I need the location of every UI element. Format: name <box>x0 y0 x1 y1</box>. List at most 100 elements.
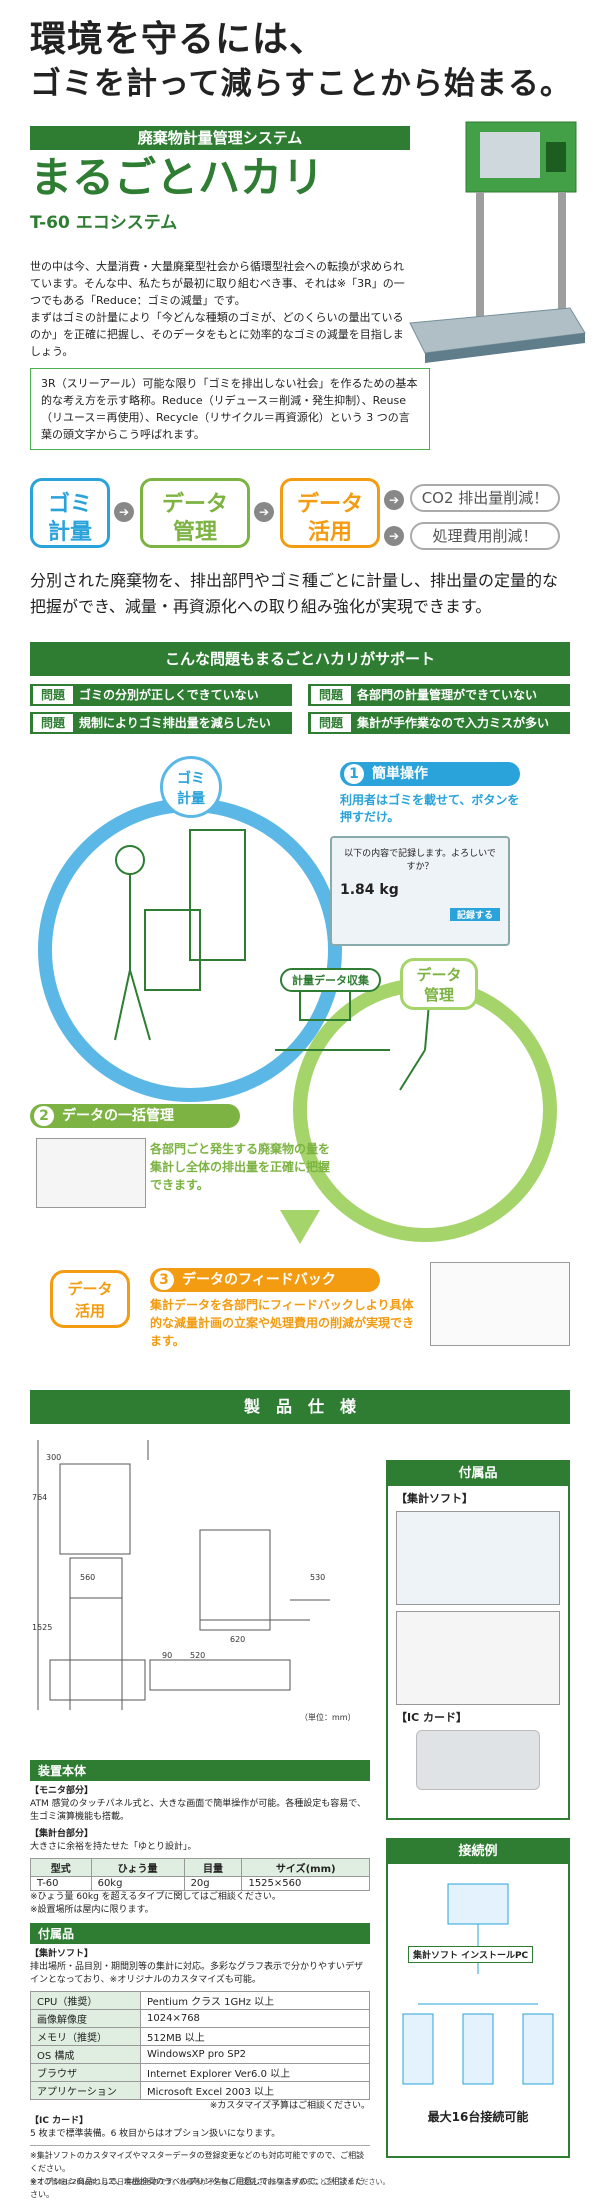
body-title: 装置本体 <box>30 1760 370 1781</box>
spec-note-2: ※オプション商品として、本機推奨のラベルプリンタもご用意しておりますので、ご相談… <box>30 2177 364 2199</box>
problem-2: 問題各部門の計量管理ができていない <box>308 684 570 706</box>
circle-label-use: データ 活用 <box>50 1270 130 1328</box>
dim-520: 520 <box>190 1651 205 1660</box>
screen-weight: 1.84 kg <box>340 882 399 898</box>
side-accessory-title: 付属品 <box>388 1462 568 1486</box>
collect-label: 計量データ収集 <box>280 968 381 992</box>
scale-label: 【集計台部分】 <box>30 1829 94 1839</box>
dim-530: 530 <box>310 1573 325 1582</box>
soft-label: 【集計ソフト】 <box>30 1949 94 1959</box>
feature-1-desc: 利用者はゴミを載せて、ボタンを押すだけ。 <box>340 793 520 824</box>
data-management-screenshot <box>36 1138 146 1208</box>
scale-text: 大きさに余裕を持たせた「ゆとり設計」。 <box>30 1842 197 1852</box>
max-connections: 最大16台接続可能 <box>427 2110 529 2124</box>
problem-4: 問題集計が手作業なので入力ミスが多い <box>308 712 570 734</box>
scale-device-illustration <box>409 121 586 363</box>
spec-note-1: ※集計ソフトのカスタマイズやマスターデータの登録変更などのも対応可能ですので、ご… <box>30 2151 365 2173</box>
side-soft-label: 【集計ソフト】 <box>396 1492 473 1505</box>
problem-1: 問題ゴミの分別が正しくできていない <box>30 684 292 706</box>
accessory-panel: 付属品 【集計ソフト】 【IC カード】 <box>386 1460 570 1820</box>
feature-3-number: 3 <box>154 1270 174 1290</box>
feature-2-number: 2 <box>34 1106 54 1126</box>
dim-300: 300 <box>46 1453 61 1462</box>
dim-unit: （単位：mm） <box>300 1712 356 1722</box>
intro-paragraph-1: 世の中は今、大量消費・大量廃棄型社会から循環型社会への転換が求められています。そ… <box>30 260 405 307</box>
monitor-label: 【モニタ部分】 <box>30 1786 94 1796</box>
problem-tag: 問題 <box>33 686 74 704</box>
feature-3-desc: 集計データを各部門にフィードバックしより具体的な減量計画の立案や処理費用の削減が… <box>150 1298 415 1348</box>
product-model: T-60 エコシステム <box>30 213 178 233</box>
down-arrow-icon <box>280 1210 320 1244</box>
scale-note-1: ※ひょう量 60kg を超えるタイプに関してはご相談ください。 <box>30 1892 281 1902</box>
pc-label: 集計ソフト インストールPC <box>408 1946 534 1963</box>
result-co2: CO2 排出量削減！ <box>410 484 560 512</box>
flow-step-use: データ 活用 <box>280 478 380 548</box>
dim-1525: 1525 <box>32 1623 52 1632</box>
touch-screen-mockup: 以下の内容で記録します。よろしいですか？ 1.84 kg 記録する <box>330 836 510 946</box>
accessory-title: 付属品 <box>30 1923 370 1944</box>
soft-screenshot-1 <box>396 1511 560 1605</box>
summary-text: 分別された廃棄物を、排出部門やゴミ種ごとに計量し、排出量の定量的な把握ができ、減… <box>30 571 559 616</box>
table-row: メモリ（推奨）512MB 以上 <box>30 2027 370 2046</box>
soft-screenshot-2 <box>396 1611 560 1705</box>
soft-text: 排出場所・品目別・期間別等の集計に対応。多彩なグラフ表示で分かりやすいデザインと… <box>30 1962 364 1985</box>
problem-3: 問題規制によりゴミ排出量を減らしたい <box>30 712 292 734</box>
problem-tag: 問題 <box>33 714 74 732</box>
dim-764: 764 <box>32 1493 47 1502</box>
product-name: まるごとハカリ <box>30 153 325 202</box>
body-spec: 装置本体 【モニタ部分】 ATM 感覚のタッチパネル式と、大きな画面で簡単操作が… <box>30 1760 370 2201</box>
flow-step-manage: データ 管理 <box>140 478 250 548</box>
circle-label-manage: データ 管理 <box>400 958 478 1010</box>
custom-note: ※カスタマイズ予算はご相談ください。 <box>209 2101 370 2111</box>
problem-tag: 問題 <box>311 714 352 732</box>
side-ic-label: 【IC カード】 <box>396 1711 467 1724</box>
network-diagram <box>402 1883 554 2085</box>
circle-label-weigh: ゴミ 計量 <box>160 756 222 818</box>
intro-paragraph-2: まずはゴミの計量により「今どんな種類のゴミが、どのくらいの量出ているのか」を正確… <box>30 311 404 358</box>
dim-620: 620 <box>230 1635 245 1644</box>
footer-note: 全ての情報は2010年1月25日現在のものです。仕様等が予告無しに変更される場合… <box>30 2178 390 2186</box>
flow-step-weigh: ゴミ 計量 <box>30 478 110 548</box>
feature-1-number: 1 <box>344 764 364 784</box>
scale-note-2: ※設置場所は屋内に限ります。 <box>30 1905 154 1915</box>
spec-heading: 製 品 仕 様 <box>30 1390 570 1424</box>
hero-line-1: 環境を守るには、 <box>30 19 327 60</box>
feature-2-desc: 各部門ごと発生する廃棄物の量を集計し全体の排出量を正確に把握できます。 <box>150 1142 331 1192</box>
result-cost: 処理費用削減！ <box>410 522 560 550</box>
arrow-icon: ➔ <box>384 526 404 546</box>
ic-label: 【IC カード】 <box>30 2116 89 2126</box>
ic-card-image <box>416 1730 540 1790</box>
connection-panel: 接続例 集計ソフト インストールPC 最大16台接続可能 <box>386 1838 570 2158</box>
3r-definition-box: 3R（スリーアール）可能な限り「ゴミを排出しない社会」を作るための基本的な考え方… <box>30 368 430 450</box>
arrow-icon: ➔ <box>114 502 134 522</box>
intro-text: 世の中は今、大量消費・大量廃棄型社会から循環型社会への転換が求められています。そ… <box>30 258 410 360</box>
screen-record-button: 記録する <box>450 908 500 921</box>
feedback-screenshot <box>430 1262 570 1346</box>
dim-90: 90 <box>162 1651 172 1660</box>
problem-tag: 問題 <box>311 686 352 704</box>
connection-title: 接続例 <box>388 1840 568 1864</box>
hero-headline: 環境を守るには、 ゴミを計って減らすことから始まる。 <box>30 18 572 106</box>
hero-line-2: ゴミを計って減らすことから始まる。 <box>30 66 572 102</box>
table-header-row: 型式ひょう量目量サイズ(mm) <box>30 1858 370 1877</box>
monitor-text: ATM 感覚のタッチパネル式と、大きな画面で簡単操作が可能。各種設定も容易で、生… <box>30 1799 366 1822</box>
ic-text: 5 枚まで標準装備。6 枚目からはオプション扱いになります。 <box>30 2129 281 2139</box>
arrow-icon: ➔ <box>254 502 274 522</box>
table-row: CPU（推奨）Pentium クラス 1GHz 以上 <box>30 1991 370 2010</box>
screen-message: 以下の内容で記録します。よろしいですか？ <box>344 849 496 872</box>
dimension-drawing: 764 300 560 1525 620 520 90 530 （単位：mm） <box>32 1440 356 1722</box>
problems-heading: こんな問題もまるごとハカリがサポート <box>30 642 570 676</box>
system-label: 廃棄物計量管理システム <box>30 126 410 150</box>
arrow-icon: ➔ <box>384 490 404 510</box>
dim-560: 560 <box>80 1573 95 1582</box>
